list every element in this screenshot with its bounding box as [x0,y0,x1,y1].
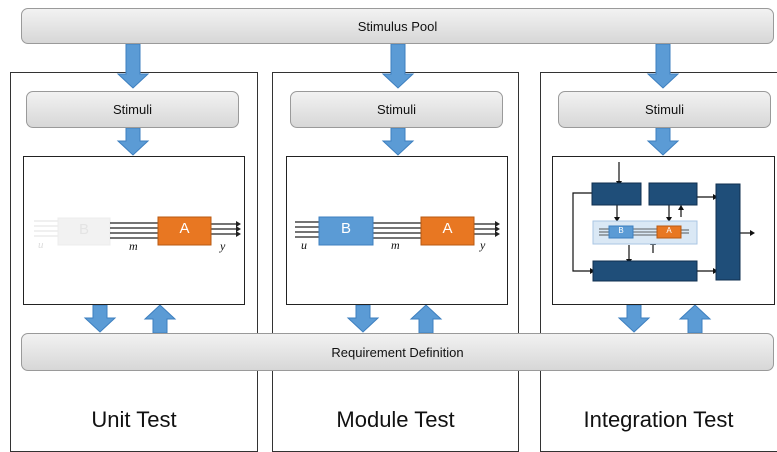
module-var-y: y [480,238,486,252]
integration-block-b-label: B [618,226,624,235]
unit-stimuli-bar: Stimuli [26,91,239,128]
module-var-u: u [301,238,307,252]
module-stimuli-label: Stimuli [376,102,416,117]
unit-test-title: Unit Test [91,407,177,432]
stimuli-to-unit-system-arrow [116,127,150,156]
unit-block-a [157,216,212,246]
integration-block-b [608,225,634,239]
module-var-m: m [391,238,400,252]
unit-block-b-label: B [78,221,89,238]
module-block-b [318,216,374,246]
integration-dark-block-3 [592,260,698,282]
integration-test-title: Integration Test [583,407,734,432]
integration-block-a [656,225,682,239]
module-block-a-label: A [442,220,453,237]
module-block-b-label: B [340,220,351,237]
integration-dark-block-2 [648,182,698,206]
integration-block-a-label: A [666,226,672,235]
unit-block-b [57,217,111,246]
unit-var-m: m [129,239,138,253]
integration-stimuli-bar: Stimuli [558,91,771,128]
module-system-diagram [295,216,500,246]
module-test-title: Module Test [336,407,455,432]
module-stimuli-bar: Stimuli [290,91,503,128]
pool-to-unit-arrow [116,43,150,89]
requirement-definition-label: Requirement Definition [331,344,464,360]
unit-stimuli-label: Stimuli [112,102,152,117]
module-output-arrow [346,304,380,333]
stimuli-to-integration-system-arrow [646,127,680,156]
stimuli-to-module-system-arrow [381,127,415,156]
integration-system-diagram [572,162,755,282]
stimulus-pool-bar: Stimulus Pool [21,8,774,44]
integration-dark-block-4 [715,183,741,281]
integration-feedback-arrow [678,304,712,334]
unit-var-u: u [38,239,44,251]
stimulus-pool-label: Stimulus Pool [357,18,438,34]
integration-output-arrow [617,304,651,333]
pool-to-module-arrow [381,43,415,89]
unit-feedback-arrow [143,304,177,334]
integration-dark-block-1 [591,182,642,206]
requirement-definition-bar: Requirement Definition [21,333,774,371]
flow-arrows [83,43,712,334]
module-feedback-arrow [409,304,443,334]
unit-output-arrow [83,304,117,333]
module-block-a [420,216,475,246]
unit-block-a-label: A [179,220,190,237]
integration-stimuli-label: Stimuli [644,102,684,117]
pool-to-integration-arrow [646,43,680,89]
unit-var-y: y [220,239,226,253]
integration-system-box: B A [552,156,775,305]
unit-system-diagram [34,216,241,246]
module-system-box: B A u m y [286,156,508,305]
unit-system-box: B A u m y [23,156,245,305]
